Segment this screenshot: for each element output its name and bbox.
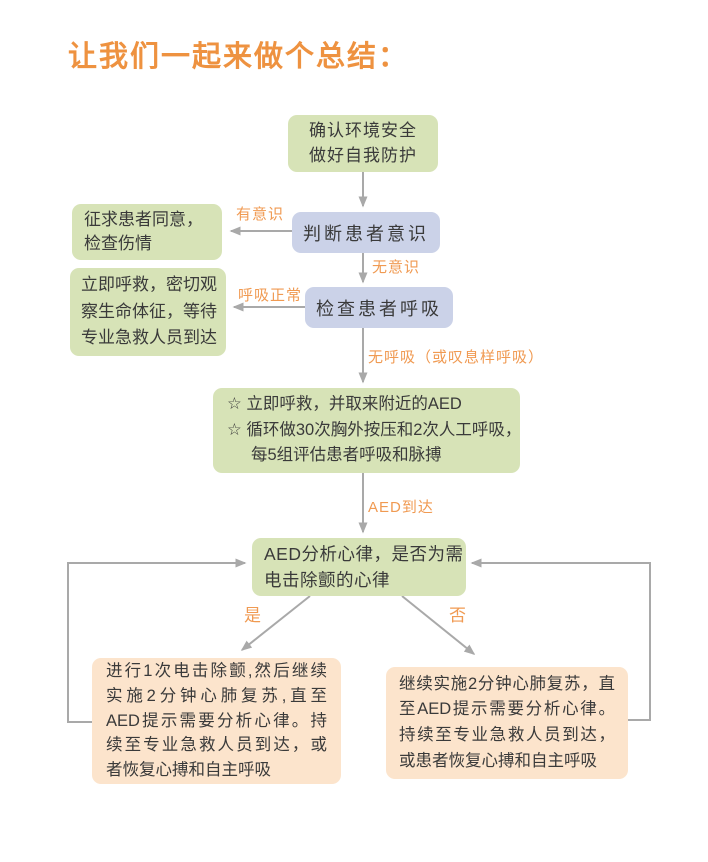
- node-line: 者恢复心搏和自主呼吸: [106, 761, 271, 780]
- node-line: 至AED提示需要分析心律。: [399, 700, 615, 719]
- node-line: 实施2分钟心肺复苏,直至: [106, 686, 327, 705]
- node-shock-no: 继续实施2分钟心肺复苏，直 至AED提示需要分析心律。 持续至专业急救人员到达，…: [386, 667, 628, 779]
- node-line: AED提示需要分析心律。持: [106, 711, 327, 730]
- node-line: 察生命体征，等待: [81, 301, 217, 321]
- node-shock-yes: 进行1次电击除颤,然后继续 实施2分钟心肺复苏,直至 AED提示需要分析心律。持…: [92, 658, 341, 784]
- node-line: 或患者恢复心搏和自主呼吸: [399, 751, 597, 770]
- edge-label-conscious: 有意识: [236, 206, 285, 223]
- edge-label-no: 否: [449, 606, 467, 625]
- node-confirm-environment: 确认环境安全 做好自我防护: [288, 115, 438, 172]
- node-line: ☆ 立即呼救，并取来附近的AED: [227, 395, 462, 414]
- node-ask-consent: 征求患者同意， 检查伤情: [72, 204, 222, 260]
- node-aed-analyze: AED分析心律，是否为需 电击除颤的心律: [252, 538, 466, 596]
- edge-label-yes: 是: [244, 606, 262, 625]
- node-line: 征求患者同意，: [84, 210, 203, 230]
- node-line: 检查伤情: [84, 234, 152, 253]
- page-title: 让我们一起来做个总结：: [68, 41, 410, 73]
- node-call-help-observe: 立即呼救，密切观 察生命体征，等待 专业急救人员到达: [70, 268, 226, 356]
- edge-label-no-breathing: 无呼吸（或叹息样呼吸）: [368, 349, 545, 366]
- node-line: 续至专业急救人员到达，或: [106, 736, 327, 755]
- node-line: 每5组评估患者呼吸和脉搏: [251, 446, 442, 465]
- edge-label-aed-arrived: AED到达: [368, 499, 434, 516]
- node-line: 判断患者意识: [303, 223, 429, 244]
- node-line: ☆ 循环做30次胸外按压和2次人工呼吸，: [227, 420, 522, 439]
- node-check-consciousness: 判断患者意识: [292, 212, 440, 253]
- node-check-breathing: 检查患者呼吸: [305, 287, 453, 328]
- node-line: 检查患者呼吸: [316, 298, 442, 319]
- node-line: 继续实施2分钟心肺复苏，直: [399, 674, 615, 693]
- loop-shockyes-to-aed: [67, 558, 247, 723]
- node-line: AED分析心律，是否为需: [264, 543, 464, 564]
- node-line: 进行1次电击除颤,然后继续: [106, 662, 327, 681]
- node-cpr-cycle: ☆ 立即呼救，并取来附近的AED ☆ 循环做30次胸外按压和2次人工呼吸， 每5…: [213, 388, 522, 473]
- arrow-aed-yes: [240, 595, 311, 651]
- edge-label-unconscious: 无意识: [372, 259, 421, 276]
- node-line: 确认环境安全: [309, 120, 417, 140]
- arrow-aed-no: [401, 595, 476, 655]
- node-line: 电击除颤的心律: [264, 570, 390, 590]
- node-line: 立即呼救，密切观: [81, 275, 217, 295]
- loop-shockno-to-aed: [470, 558, 651, 721]
- node-line: 持续至专业急救人员到达，: [399, 726, 615, 744]
- node-line: 做好自我防护: [309, 145, 417, 165]
- edge-label-breathing-normal: 呼吸正常: [238, 287, 303, 304]
- node-line: 专业急救人员到达: [81, 328, 217, 348]
